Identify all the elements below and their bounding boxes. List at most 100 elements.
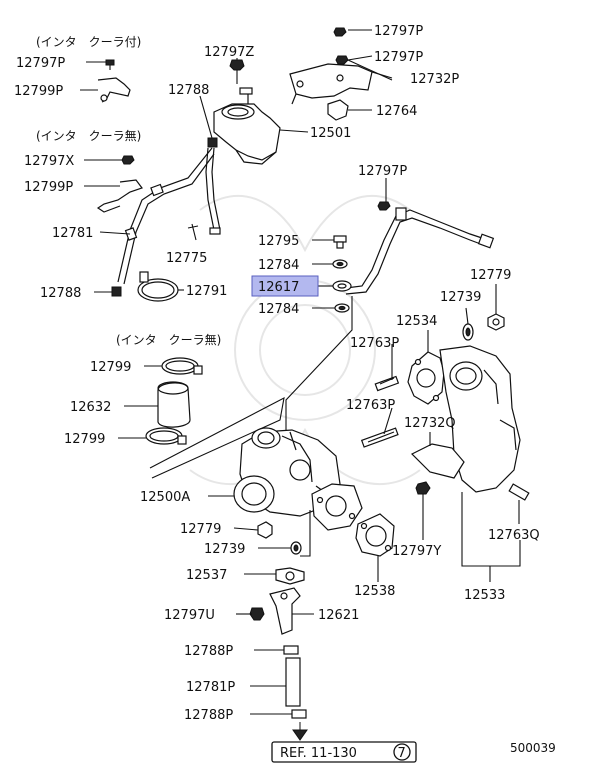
bolt-12797P-c: [335, 55, 349, 65]
bolt-12797X: [121, 155, 135, 165]
stud-12763Q: [508, 483, 530, 501]
label-12781[interactable]: 12781: [52, 226, 93, 241]
ref-text[interactable]: REF. 11-130: [280, 746, 357, 761]
gasket-12537: [275, 567, 305, 585]
label-12739-a[interactable]: 12739: [440, 290, 481, 305]
label-12797X[interactable]: 12797X: [24, 154, 74, 169]
label-12732Q[interactable]: 12732Q: [404, 416, 456, 431]
stud-12763P-b: [360, 427, 399, 448]
washer-12784-a: [332, 259, 348, 269]
hose-12781P: [285, 657, 301, 707]
bolt-12788-a: [207, 137, 218, 148]
bolt-12797P-b: [333, 27, 347, 37]
label-12775[interactable]: 12775: [166, 251, 207, 266]
label-12732P[interactable]: 12732P: [410, 72, 459, 87]
bolt-12795: [333, 235, 347, 249]
nut-12764: [327, 99, 349, 121]
washer-12784-b: [334, 303, 350, 313]
label-12799-a[interactable]: 12799: [90, 360, 131, 375]
heatshield-12732Q: [410, 443, 465, 479]
return-pipe-12621: [269, 587, 301, 635]
label-12779-b[interactable]: 12779: [180, 522, 221, 537]
leader-lines: [80, 29, 521, 715]
label-12788P-a[interactable]: 12788P: [184, 644, 233, 659]
label-12537[interactable]: 12537: [186, 568, 227, 583]
label-12739-b[interactable]: 12739: [204, 542, 245, 557]
note-with-intercooler: (インタ クーラ付): [36, 35, 141, 49]
label-12763P-b[interactable]: 12763P: [346, 398, 395, 413]
label-12797P-a[interactable]: 12797P: [16, 56, 65, 71]
reference-link[interactable]: REF. 11-130 7: [271, 741, 417, 763]
washer-12739-a: [462, 323, 474, 341]
clamp-12799-a: [161, 357, 203, 375]
bolt-12797P-a: [105, 59, 115, 70]
gasket-12534: [407, 351, 445, 405]
bracket-12732P: [289, 63, 373, 105]
oil-feed-pipe: [345, 207, 495, 295]
label-12784-b[interactable]: 12784: [258, 302, 299, 317]
exhaust-elbow: [439, 345, 521, 493]
clamp-12788P-b: [291, 709, 307, 719]
bracket-12799P-a: [97, 77, 131, 103]
label-12779-a[interactable]: 12779: [470, 268, 511, 283]
stud-12763P-a: [374, 375, 400, 392]
label-12788-a[interactable]: 12788: [168, 83, 209, 98]
clamp-12799-b: [145, 427, 187, 445]
label-12621[interactable]: 12621: [318, 608, 359, 623]
note-without-intercooler-2: (インタ クーラ無): [116, 332, 221, 347]
bolt-12797P-d: [377, 201, 391, 211]
note-without-intercooler-1: (インタ クーラ無): [36, 128, 141, 143]
nut-12779-a: [487, 313, 505, 331]
label-12799-b[interactable]: 12799: [64, 432, 105, 447]
clamp-12788P-a: [283, 645, 299, 655]
label-12617[interactable]: 12617: [258, 280, 299, 295]
turbocharger-12500A: [233, 427, 341, 517]
bolt-12797Y: [415, 481, 431, 504]
ref-circled-number: 7: [398, 746, 406, 761]
clamp-12791: [137, 271, 179, 302]
label-12797P-c[interactable]: 12797P: [374, 50, 423, 65]
hose-small: [205, 147, 221, 235]
label-12764[interactable]: 12764: [376, 104, 417, 119]
highlight-12617: [251, 275, 319, 297]
label-12791[interactable]: 12791: [186, 284, 227, 299]
label-12795[interactable]: 12795: [258, 234, 299, 249]
label-12797P-b[interactable]: 12797P: [374, 24, 423, 39]
bolt-12788-b: [111, 286, 122, 297]
label-12632[interactable]: 12632: [70, 400, 111, 415]
label-12797P-d[interactable]: 12797P: [358, 164, 407, 179]
label-12797U[interactable]: 12797U: [164, 608, 215, 623]
washer-12739-b: [290, 541, 302, 555]
label-12538[interactable]: 12538: [354, 584, 395, 599]
part-labels: 12797P 12799P 12797Z 12788 12797P 12797P…: [14, 24, 540, 723]
label-12500A[interactable]: 12500A: [140, 490, 190, 505]
ref-circle-icon: [393, 743, 411, 761]
label-12797Y[interactable]: 12797Y: [392, 544, 441, 559]
label-12788P-b[interactable]: 12788P: [184, 708, 233, 723]
label-12788-b[interactable]: 12788: [40, 286, 81, 301]
bolt-12797Z: [229, 59, 245, 84]
bracket-12799P-b: [96, 179, 143, 213]
housing-12501: [213, 87, 281, 165]
label-12533[interactable]: 12533: [464, 588, 505, 603]
label-12534[interactable]: 12534: [396, 314, 437, 329]
label-12763P-a[interactable]: 12763P: [350, 336, 399, 351]
label-12501[interactable]: 12501: [310, 126, 351, 141]
japanese-notes: (インタ クーラ付) (インタ クーラ無) (インタ クーラ無): [36, 35, 221, 347]
bolt-12797U: [249, 607, 265, 621]
label-12797Z[interactable]: 12797Z: [204, 45, 254, 60]
label-12763Q[interactable]: 12763Q: [488, 528, 540, 543]
down-arrow: [292, 722, 308, 741]
indicator-bracket: [149, 396, 285, 479]
pin-12775: [187, 223, 199, 241]
hose-12632: [157, 381, 191, 428]
flange-12538-side: [311, 483, 363, 531]
union-12617: [332, 280, 352, 292]
gasket-12538: [355, 513, 395, 557]
label-12799P-b[interactable]: 12799P: [24, 180, 73, 195]
label-12799P-a[interactable]: 12799P: [14, 84, 63, 99]
label-12784-a[interactable]: 12784: [258, 258, 299, 273]
label-12781P[interactable]: 12781P: [186, 680, 235, 695]
nut-12779-b: [257, 521, 273, 539]
